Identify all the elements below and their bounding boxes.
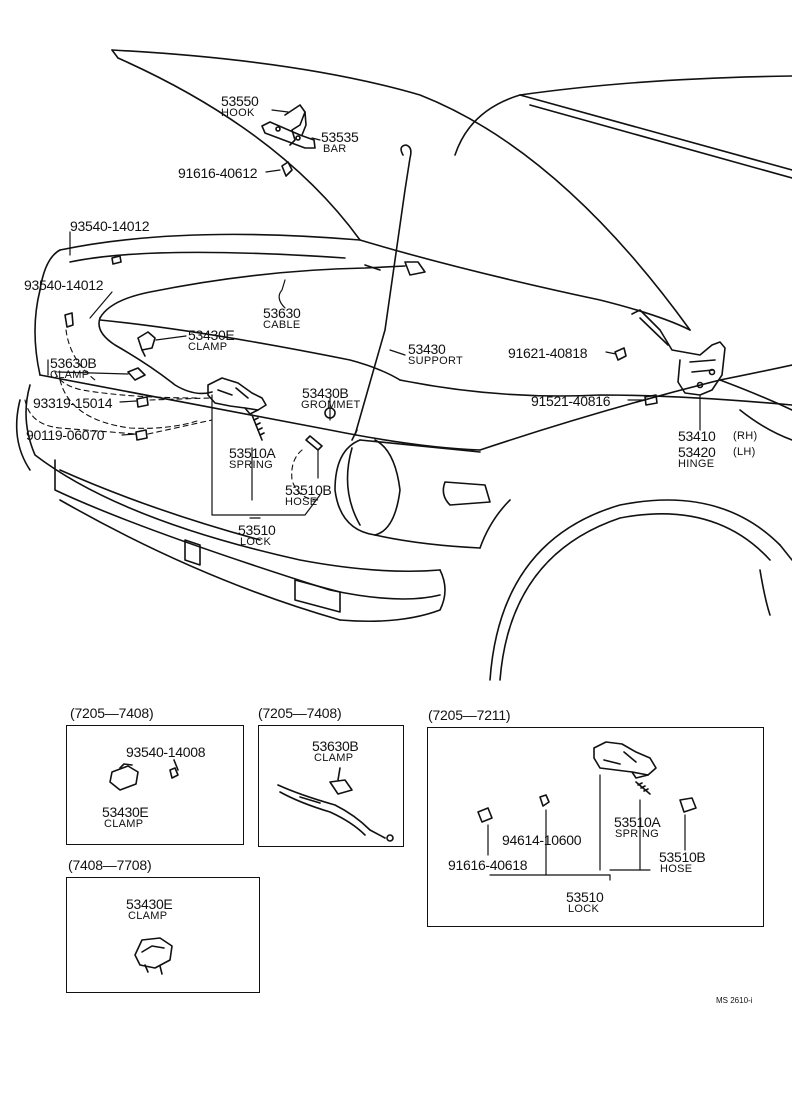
phantom-lines — [24, 329, 321, 501]
part-53510: 53510 — [238, 522, 276, 538]
hood-support-rod — [351, 144, 412, 441]
part-93540-14012-lower: 93540-14012 — [24, 277, 104, 293]
part-91616-40612: 91616-40612 — [178, 165, 258, 181]
diagram-code: MS 2610-i — [716, 996, 753, 1005]
name-lock: LOCK — [240, 536, 272, 548]
hood-hinge — [631, 309, 726, 396]
inset3-name-lock: LOCK — [568, 903, 600, 915]
bolts-main — [64, 161, 658, 441]
inset3-period: (7205—7211) — [428, 707, 511, 723]
inset3-leaders — [487, 774, 686, 881]
hook-and-bar — [261, 104, 316, 149]
inset1-box — [66, 725, 244, 845]
part-53535: 53535 — [321, 129, 359, 145]
name-hinge: HINGE — [678, 458, 715, 470]
headlight — [334, 439, 481, 549]
part-53410: 53410 — [678, 428, 716, 444]
inset1-part-93540-14008: 93540-14008 — [126, 744, 206, 760]
inset1-art — [109, 759, 179, 791]
name-hose: HOSE — [285, 496, 318, 508]
name-bar: BAR — [323, 143, 347, 155]
leader-lines — [47, 109, 701, 519]
part-91521-40816: 91521-40816 — [531, 393, 611, 409]
inset2-name-clamp: CLAMP — [314, 752, 354, 764]
windshield — [454, 75, 792, 179]
part-53430b: 53430B — [302, 385, 349, 401]
inset3-box — [427, 727, 764, 927]
part-90119-06070: 90119-06070 — [26, 427, 105, 443]
hood-panel — [111, 49, 691, 331]
side-lh: (LH) — [733, 446, 756, 458]
inset3-part-91616-40618: 91616-40618 — [448, 857, 528, 873]
inset4-art — [134, 937, 173, 975]
front-bumper — [15, 384, 446, 623]
part-53630b: 53630B — [50, 355, 97, 371]
inset3-name-hose: HOSE — [660, 863, 693, 875]
inset4-period: (7408—7708) — [68, 857, 152, 873]
fender — [442, 409, 792, 681]
inset3-part-53510a: 53510A — [614, 814, 661, 830]
inset1-part-53430e: 53430E — [102, 804, 149, 820]
inset4-part-53430e: 53430E — [126, 896, 173, 912]
inset3-art — [477, 741, 697, 823]
inset4-name-clamp: CLAMP — [128, 910, 168, 922]
name-clamp-53630b: CLAMP — [50, 369, 90, 381]
inset2-art — [277, 767, 394, 842]
inset2-box — [258, 725, 404, 847]
name-support: SUPPORT — [408, 355, 464, 367]
inset4-box — [66, 877, 260, 993]
clamp-53630b-body — [127, 367, 146, 381]
part-53420: 53420 — [678, 444, 716, 460]
part-53510b: 53510B — [285, 482, 332, 498]
part-53430e: 53430E — [188, 327, 235, 343]
inset1-period: (7205—7408) — [70, 705, 154, 721]
hood-lock — [207, 377, 323, 451]
part-93540-14012-upper: 93540-14012 — [70, 218, 150, 234]
part-53510a: 53510A — [229, 445, 276, 461]
name-cable: CABLE — [263, 319, 301, 331]
inset3-name-spring: SPRING — [615, 828, 659, 840]
inset2-period: (7205—7408) — [258, 705, 342, 721]
name-spring: SPRING — [229, 459, 273, 471]
part-53430: 53430 — [408, 341, 446, 357]
side-rh: (RH) — [733, 430, 758, 442]
name-grommet: GROMMET — [301, 399, 361, 411]
part-91621-40818: 91621-40818 — [508, 345, 588, 361]
clamp-53430e-body — [137, 331, 156, 357]
inset3-part-94614-10600: 94614-10600 — [502, 832, 582, 848]
inset2-part-53630b: 53630B — [312, 738, 359, 754]
part-53550: 53550 — [221, 93, 259, 109]
inset3-part-53510: 53510 — [566, 889, 604, 905]
release-cable — [98, 261, 426, 395]
name-hook: HOOK — [221, 107, 255, 119]
part-93319-15014: 93319-15014 — [33, 395, 113, 411]
part-53630: 53630 — [263, 305, 301, 321]
name-clamp-53430e: CLAMP — [188, 341, 228, 353]
inset1-name-clamp: CLAMP — [104, 818, 144, 830]
inset3-part-53510b: 53510B — [659, 849, 706, 865]
